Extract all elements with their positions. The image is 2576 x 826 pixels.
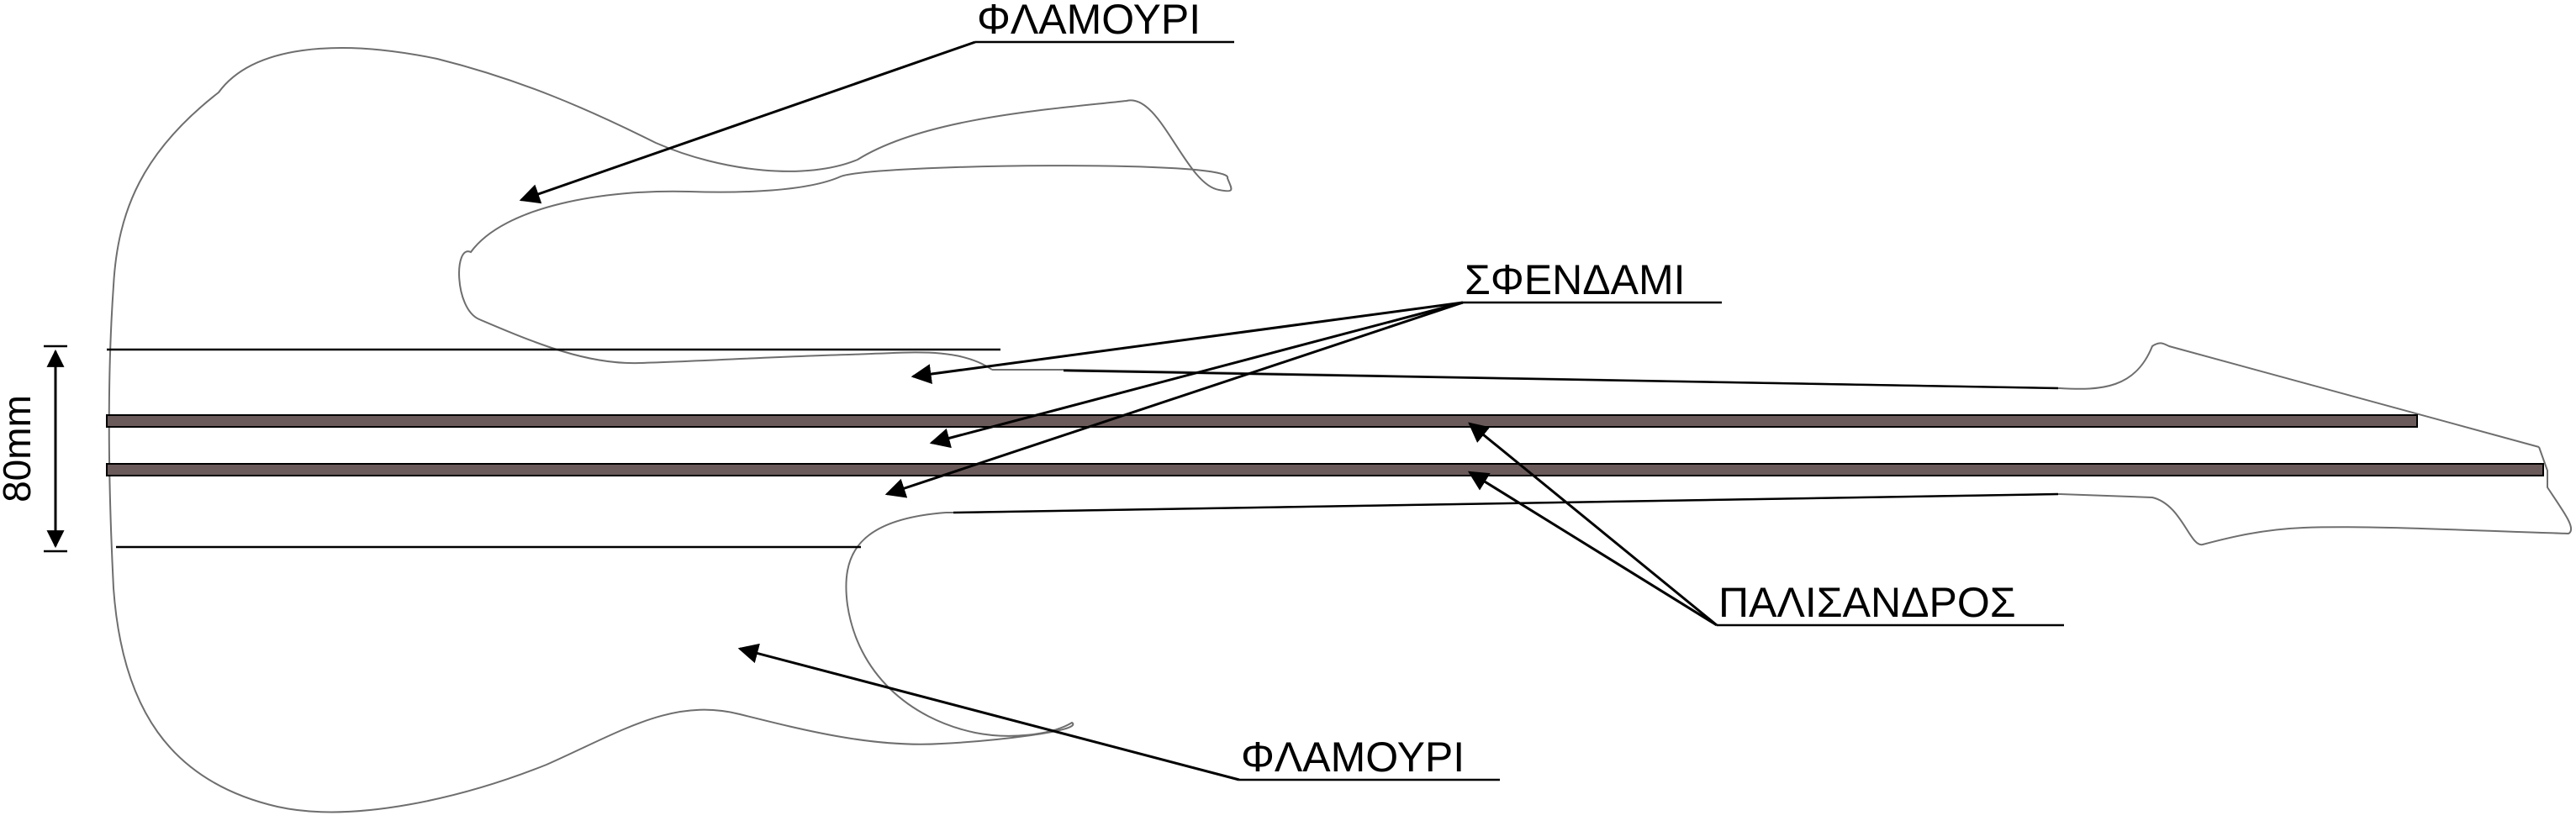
- leader-rosewood-2: [1467, 471, 1718, 627]
- leader-body-bottom: [737, 643, 1240, 781]
- rosewood-strip-lower: [106, 463, 2544, 476]
- body-outline: [108, 47, 1233, 813]
- label-neck-core: ΣΦΕΝΔΑΜΙ: [1465, 256, 1686, 303]
- label-body-top: ΦΛΑΜΟΥΡΙ: [977, 0, 1201, 43]
- laminate-line-bottom-neck: [953, 492, 2059, 514]
- headstock-tip: [2059, 446, 2573, 546]
- dimension-label: 80mm: [0, 395, 39, 502]
- leader-body-top: [519, 40, 976, 204]
- leader-neck-core-1: [911, 301, 1464, 385]
- leader-neck-core-2: [929, 301, 1464, 449]
- rosewood-strip-upper: [106, 414, 2418, 428]
- laminate-line-top-neck: [1063, 369, 2059, 390]
- label-body-bottom: ΦΛΑΜΟΥΡΙ: [1241, 734, 1465, 781]
- neck-outline-upper: [992, 342, 2540, 448]
- label-rosewood: ΠΑΛΙΣΑΝΔΡΟΣ: [1718, 579, 2016, 626]
- leader-rosewood-1: [1468, 422, 1718, 627]
- leader-neck-core-3: [884, 301, 1464, 498]
